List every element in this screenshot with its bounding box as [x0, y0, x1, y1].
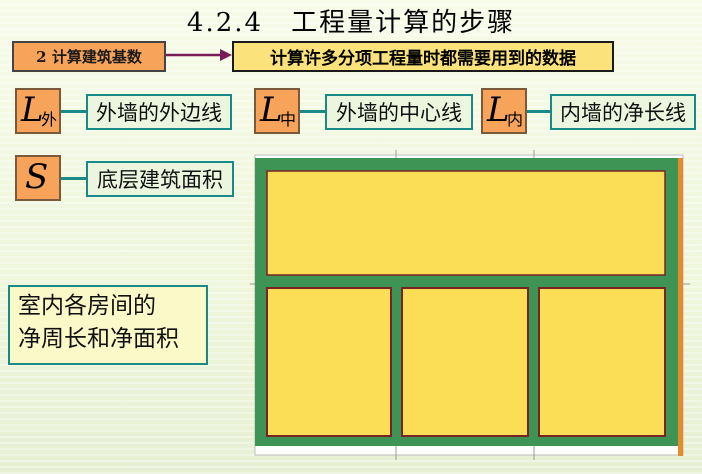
plan-right-edge — [678, 158, 683, 456]
symbol-sub: 中 — [279, 110, 296, 129]
symbol-l-center: L 中 — [254, 88, 300, 134]
symbol-main: L — [21, 90, 44, 130]
symbol-sub: 内 — [506, 110, 523, 129]
connector-line — [527, 110, 551, 113]
step-description: 计算许多分项工程量时都需要用到的数据 — [270, 49, 576, 69]
step-label: 2 计算建筑基数 — [36, 48, 142, 66]
floor-plan-diagram — [250, 150, 690, 460]
meaning-box-l-outer: 外墙的外边线 — [86, 94, 232, 130]
step-description-box: 计算许多分项工程量时都需要用到的数据 — [232, 41, 614, 72]
symbol-main: L — [260, 90, 283, 130]
symbol-main: S — [25, 157, 49, 197]
meaning-box-l-inner: 内墙的净长线 — [550, 94, 696, 130]
room-top — [266, 170, 666, 276]
page-title: 4.2.4 工程量计算的步骤 — [186, 8, 516, 38]
room-bottom-left — [266, 287, 392, 437]
connector-line — [61, 110, 87, 113]
step-label-box: 2 计算建筑基数 — [12, 41, 166, 72]
meaning-text: 内墙的净长线 — [560, 101, 686, 125]
room-bottom-right — [538, 287, 666, 437]
symbol-main: L — [487, 90, 510, 130]
meaning-box-s: 底层建筑面积 — [86, 161, 234, 197]
room-note-line1: 室内各房间的 — [18, 293, 156, 319]
meaning-box-l-center: 外墙的中心线 — [325, 94, 473, 130]
meaning-text: 外墙的中心线 — [336, 101, 462, 125]
connector-line — [61, 177, 87, 180]
room-note-box: 室内各房间的 净周长和净面积 — [8, 285, 208, 365]
symbol-sub: 外 — [40, 110, 57, 129]
meaning-text: 外墙的外边线 — [96, 101, 222, 125]
symbol-l-outer: L 外 — [15, 88, 61, 134]
arrow-right-icon — [166, 49, 232, 61]
room-bottom-middle — [401, 287, 529, 437]
connector-line — [300, 110, 326, 113]
symbol-s: S — [15, 155, 61, 201]
room-note-line2: 净周长和净面积 — [18, 326, 179, 352]
meaning-text: 底层建筑面积 — [97, 168, 223, 192]
symbol-l-inner: L 内 — [481, 88, 527, 134]
